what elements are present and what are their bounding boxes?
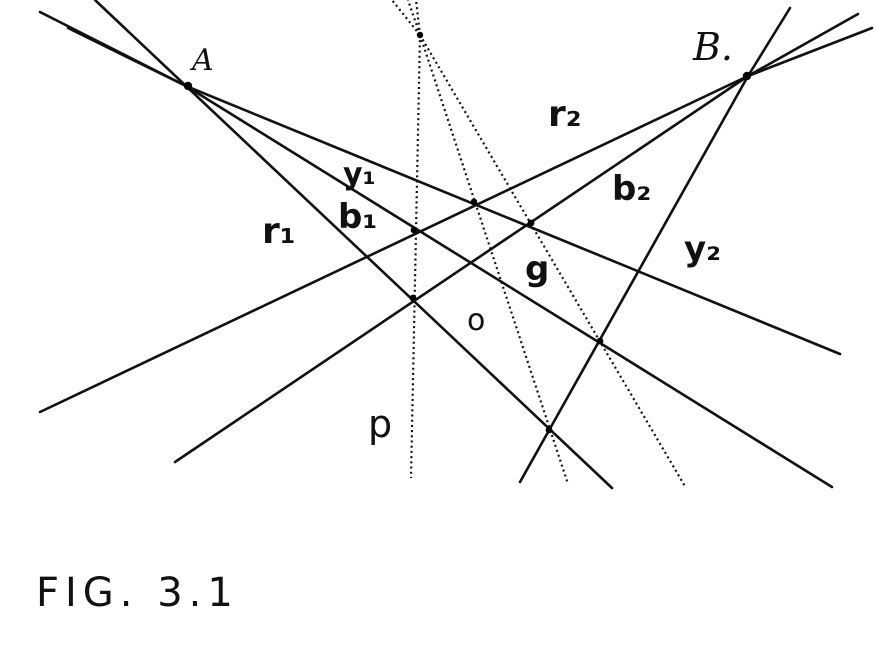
line-g: [419, 34, 687, 489]
point-r1-p-dot: [409, 294, 417, 302]
line-top-1: [391, 0, 421, 36]
line-a-upper-1: [93, 0, 188, 88]
line-b-upper-1: [746, 6, 792, 78]
label-b2: b₂: [612, 169, 651, 209]
line-p: [409, 34, 422, 479]
label-g: g: [525, 249, 549, 289]
label-r2: r₂: [548, 94, 582, 135]
dotted-lines: [391, 0, 687, 489]
label-y2: y₂: [684, 229, 721, 269]
line-b2: [173, 74, 750, 464]
pencil-b-lines: [38, 6, 874, 484]
line-a-upper-3: [38, 10, 188, 88]
point-g-b1-dot: [527, 219, 535, 227]
point-top-dot: [416, 31, 424, 39]
label-point-a: A: [189, 43, 214, 78]
label-o: o: [467, 303, 485, 338]
point-y1-r2-dot: [470, 198, 478, 206]
point-b-dot: [742, 71, 752, 81]
label-p: p: [368, 402, 392, 446]
pencil-a-lines: [38, 0, 842, 490]
point-b1-y2-dot: [596, 337, 604, 345]
line-r2: [38, 74, 750, 414]
line-y1: [184, 84, 842, 356]
figure-caption: FIG. 3.1: [36, 570, 239, 616]
labels: A B. r₁ b₁ y₁ r₂ b₂ y₂ g o p: [189, 25, 733, 446]
line-r1: [184, 84, 614, 490]
label-b1: b₁: [338, 197, 377, 237]
label-y1: y₁: [343, 157, 376, 192]
point-p-y1-dot: [410, 226, 418, 234]
label-r1: r₁: [262, 211, 296, 252]
line-o: [418, 34, 570, 485]
line-top-3: [414, 0, 422, 36]
line-y2: [518, 74, 750, 484]
point-r1-y2-dot: [545, 426, 553, 434]
line-b-upper-2: [746, 12, 860, 78]
line-b-upper-3: [746, 26, 874, 78]
line-b1: [184, 84, 834, 489]
line-top-2: [406, 0, 422, 36]
label-point-b: B.: [692, 25, 733, 69]
point-a-dot: [183, 81, 193, 91]
intersection-points: [183, 31, 752, 434]
